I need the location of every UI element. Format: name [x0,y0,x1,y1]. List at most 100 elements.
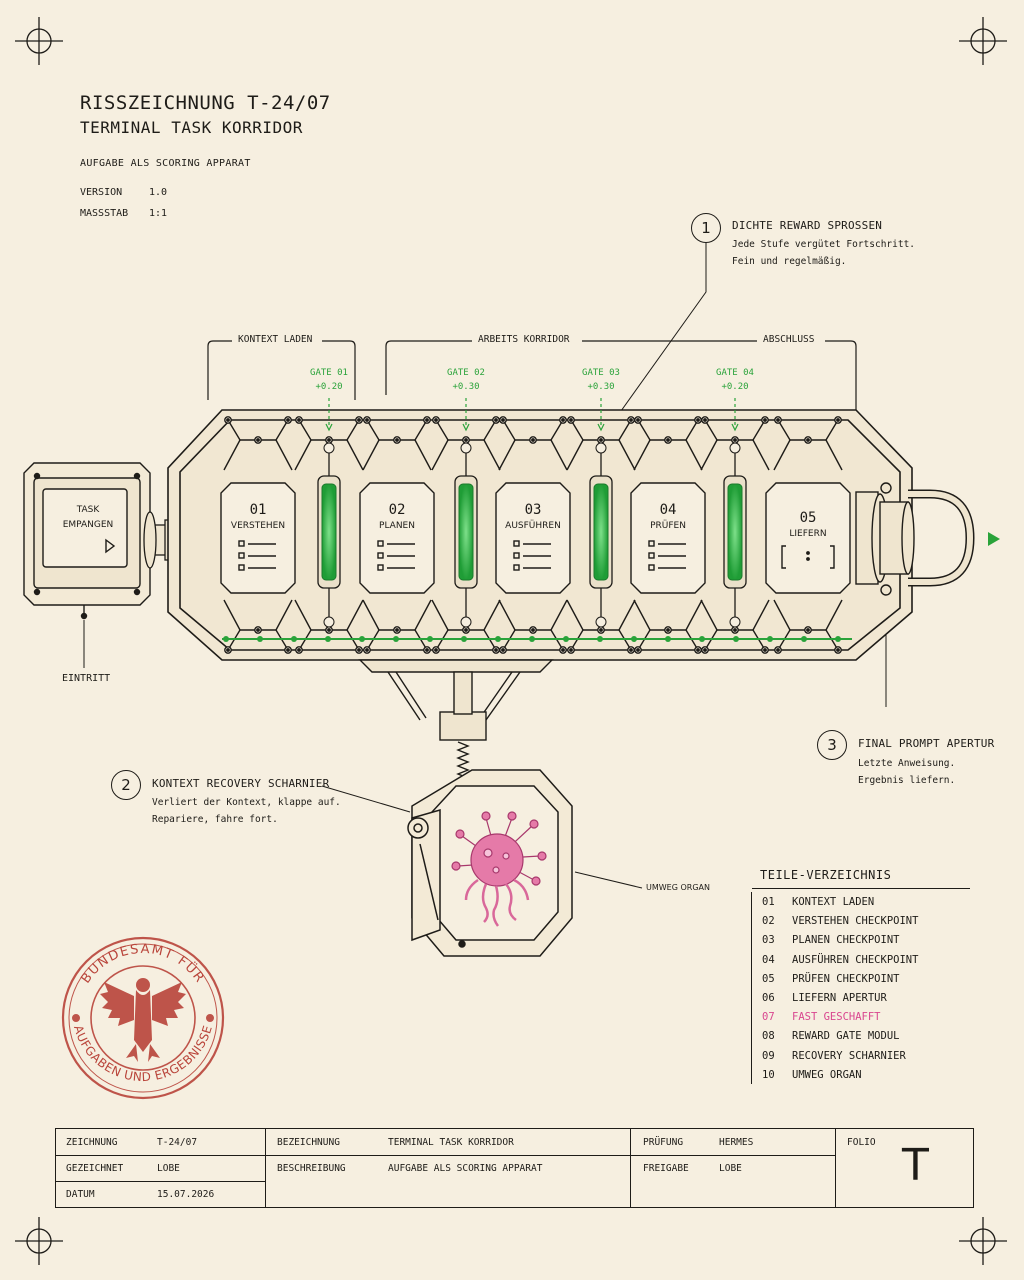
gate-reward-value: +0.20 [705,380,765,394]
part-number: 08 [762,1030,792,1042]
drawing-subtitle: TERMINAL TASK KORRIDOR [80,118,303,137]
version-label: VERSION [80,187,122,198]
tb-zeichnung-label: ZEICHNUNG [66,1137,117,1148]
callout-1-title: DICHTE REWARD SPROSSEN [732,219,882,232]
gate-name: GATE 01 [299,366,359,380]
parts-list-rule [752,888,970,889]
gate-name: GATE 03 [571,366,631,380]
entry-label: EINTRITT [62,673,110,684]
stage-01-label: VERSTEHEN [218,521,298,531]
tb-freigabe-value: LOBE [719,1163,742,1174]
tb-beschreibung-value: AUFGABE ALS SCORING APPARAT [388,1163,542,1174]
tb-bezeichnung-label: BEZEICHNUNG [277,1137,340,1148]
scale-label: MASSSTAB [80,208,128,219]
tb-bezeichnung-value: TERMINAL TASK KORRIDOR [388,1137,514,1148]
tb-beschreibung-label: BESCHREIBUNG [277,1163,346,1174]
tb-datum-label: DATUM [66,1189,95,1200]
section-context-label: KONTEXT LADEN [232,334,318,345]
tb-folio-value: T [902,1141,929,1191]
callout-2-number: 2 [111,770,141,800]
gate-reward-value: +0.20 [299,380,359,394]
part-label: VERSTEHEN CHECKPOINT [792,915,918,927]
parts-list-margin [751,892,752,1084]
stage-05-number: 05 [768,510,848,526]
gate-2-label: GATE 02+0.30 [436,366,496,394]
tb-zeichnung-value: T-24/07 [157,1137,197,1148]
callout-2-title: KONTEXT RECOVERY SCHARNIER [152,777,329,790]
stage-02-number: 02 [357,502,437,518]
callout-2-line-1: Verliert der Kontext, klappe auf. [152,794,341,811]
part-number: 02 [762,915,792,927]
tb-pruefung-value: HERMES [719,1137,753,1148]
organ-label: UMWEG ORGAN [646,883,710,892]
part-label: KONTEXT LADEN [792,896,874,908]
version-value: 1.0 [149,187,167,198]
gate-reward-value: +0.30 [436,380,496,394]
part-label: AUSFÜHREN CHECKPOINT [792,954,918,966]
eagle-icon [100,978,186,1062]
entry-module [24,463,150,619]
gate-3-label: GATE 03+0.30 [571,366,631,394]
registration-mark-bottom-right [959,1217,1007,1265]
callout-2-line-2: Repariere, fahre fort. [152,811,278,828]
gate-name: GATE 02 [436,366,496,380]
tb-pruefung-label: PRÜFUNG [643,1137,683,1148]
part-label: LIEFERN APERTUR [792,992,887,1004]
tb-gezeichnet-value: LOBE [157,1163,180,1174]
gate-reward-value: +0.30 [571,380,631,394]
gate-4-label: GATE 04+0.20 [705,366,765,394]
entry-box-line-2: EMPANGEN [49,520,127,530]
tb-datum-value: 15.07.2026 [157,1189,214,1200]
callout-3-number: 3 [817,730,847,760]
part-label: UMWEG ORGAN [792,1069,862,1081]
authority-stamp [63,938,223,1098]
tb-folio-label: FOLIO [847,1137,876,1148]
section-finish-label: ABSCHLUSS [757,334,820,345]
callout-3-line-1: Letzte Anweisung. [858,755,955,772]
part-label: REWARD GATE MODUL [792,1030,899,1042]
parts-list-row: 03PLANEN CHECKPOINT [762,934,899,953]
registration-mark-top-right [959,17,1007,65]
entry-box-line-1: TASK [49,505,127,515]
stage-04-label: PRÜFEN [628,521,708,531]
scale-value: 1:1 [149,208,167,219]
drawing-title: RISSZEICHNUNG T-24/07 [80,92,331,114]
title-block: ZEICHNUNG T-24/07 GEZEICHNET LOBE DATUM … [55,1128,974,1208]
exit-aperture [856,483,970,595]
callout-1-line-1: Jede Stufe vergütet Fortschritt. [732,236,915,253]
part-number: 03 [762,934,792,946]
part-label: RECOVERY SCHARNIER [792,1050,906,1062]
exit-arrow-icon [988,532,1000,546]
tb-gezeichnet-label: GEZEICHNET [66,1163,123,1174]
part-label: FAST GESCHAFFT [792,1011,881,1023]
part-number: 01 [762,896,792,908]
gate-1-label: GATE 01+0.20 [299,366,359,394]
section-work-label: ARBEITS KORRIDOR [472,334,576,345]
parts-list-title: TEILE-VERZEICHNIS [760,868,891,882]
callout-1-line-2: Fein und regelmäßig. [732,253,846,270]
callout-3-title: FINAL PROMPT APERTUR [858,737,994,750]
callout-3-line-2: Ergebnis liefern. [858,772,955,789]
part-number: 04 [762,954,792,966]
tb-freigabe-label: FREIGABE [643,1163,689,1174]
stage-01-number: 01 [218,502,298,518]
stage-05-label: LIEFERN [768,529,848,539]
registration-mark-bottom-left [15,1217,63,1265]
part-number: 07 [762,1011,792,1023]
stage-04-number: 04 [628,502,708,518]
callout-1-number: 1 [691,213,721,243]
part-label: PLANEN CHECKPOINT [792,934,899,946]
registration-mark-top-left [15,17,63,65]
part-number: 06 [762,992,792,1004]
stage-03-number: 03 [493,502,573,518]
part-number: 05 [762,973,792,985]
stage-03-label: AUSFÜHREN [493,521,573,531]
